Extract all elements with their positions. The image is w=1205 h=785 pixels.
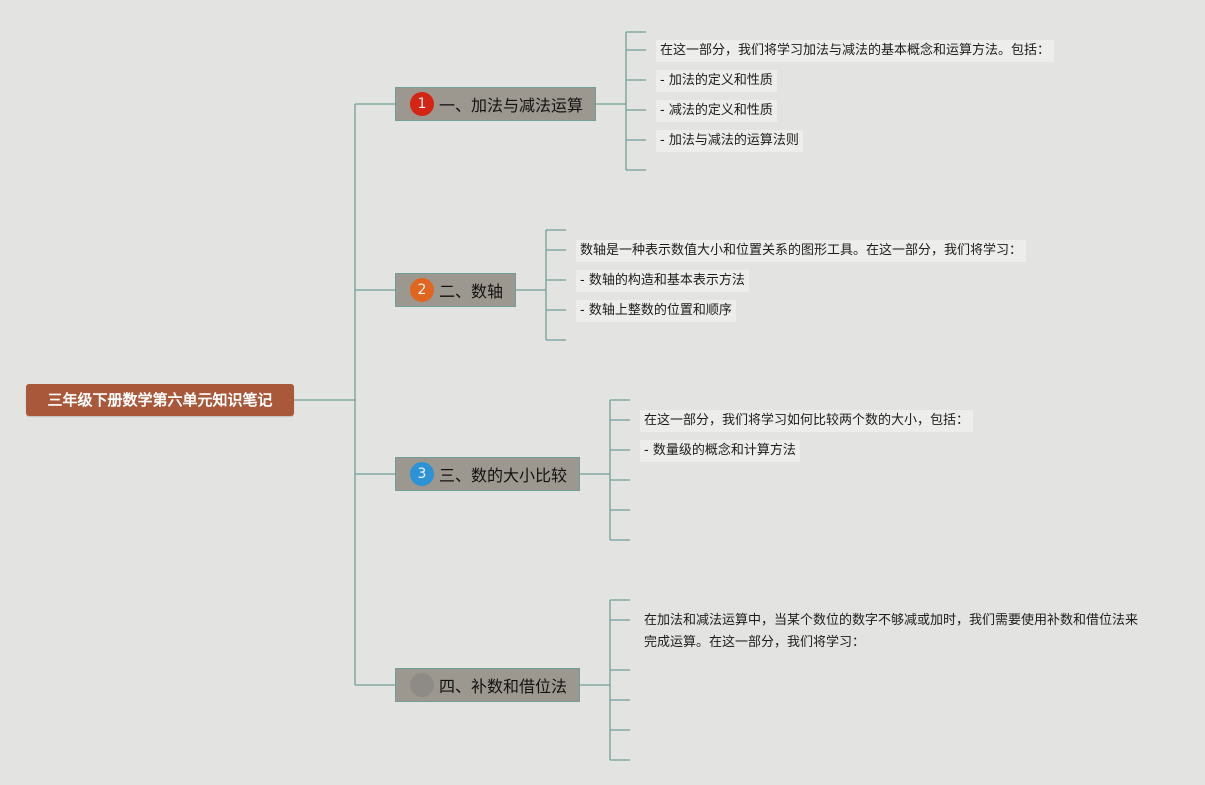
root-node[interactable]: 三年级下册数学第六单元知识笔记 [26,384,294,416]
connector-branch-3-leaves [609,399,630,541]
leaf-4-1[interactable]: 在加法和减法运算中，当某个数位的数字不够减或加时，我们需要使用补数和借位法来完成… [644,613,1139,650]
branch-node-4[interactable]: 4 四、补数和借位法 [395,668,580,702]
leaf-2-2[interactable]: - 数轴的构造和基本表示方法 [576,270,749,292]
branch-node-4-label: 四、补数和借位法 [439,677,568,696]
connector-branch-1-leaves [625,31,646,171]
leaf-1-2[interactable]: - 加法的定义和性质 [656,70,777,92]
leaf-3-2[interactable]: - 数量级的概念和计算方法 [640,440,800,462]
badge-number-2: 2 [410,278,434,302]
leaf-3-1[interactable]: 在这一部分，我们将学习如何比较两个数的大小，包括： [640,410,974,432]
leaf-2-3[interactable]: - 数轴上整数的位置和顺序 [576,300,736,322]
branch-node-2-label: 二、数轴 [439,282,504,301]
root-node-label: 三年级下册数学第六单元知识笔记 [47,391,273,409]
leaf-1-1[interactable]: 在这一部分，我们将学习加法与减法的基本概念和运算方法。包括： [656,40,1055,62]
leaf-1-3[interactable]: - 减法的定义和性质 [656,100,777,122]
badge-number-3: 3 [410,462,434,486]
branch-node-3[interactable]: 3 三、数的大小比较 [395,457,580,491]
branch-node-2[interactable]: 2 二、数轴 [395,273,516,307]
badge-number-1: 1 [410,92,434,116]
connector-branch-4-leaves [609,599,630,761]
badge-number-4: 4 [410,673,434,697]
branch-node-1-label: 一、加法与减法运算 [439,96,584,115]
branch-node-1[interactable]: 1 一、加法与减法运算 [395,87,596,121]
leaf-2-1[interactable]: 数轴是一种表示数值大小和位置关系的图形工具。在这一部分，我们将学习： [576,240,1027,262]
connector-branch-2-leaves [545,229,566,341]
leaf-1-4[interactable]: - 加法与减法的运算法则 [656,130,803,152]
branch-node-3-label: 三、数的大小比较 [439,466,568,485]
